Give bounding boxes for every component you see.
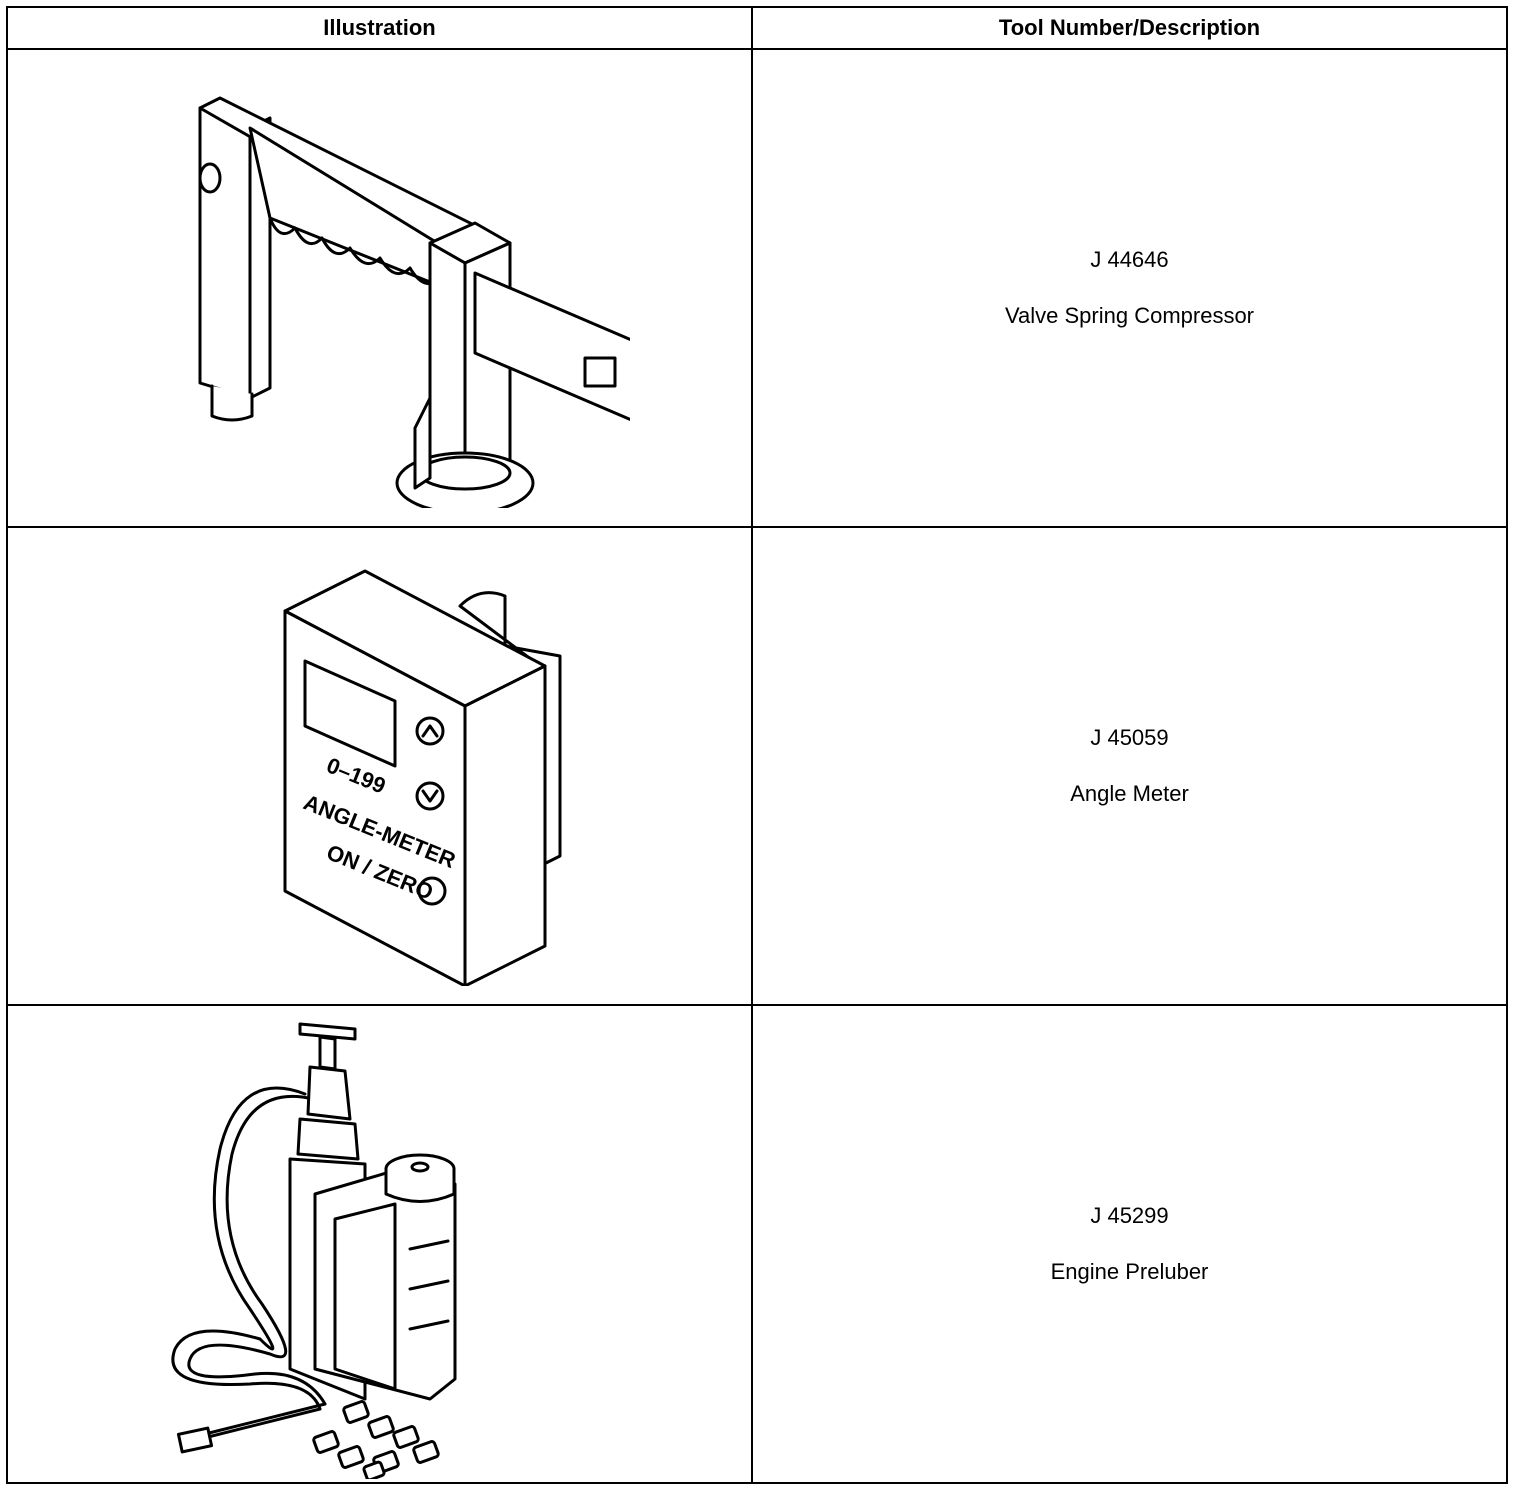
tool-description: Valve Spring Compressor	[1004, 303, 1255, 328]
table-row: J 45299 Engine Preluber	[6, 1004, 1508, 1484]
illustration-cell	[6, 48, 753, 528]
table-row: J 44646 Valve Spring Compressor	[6, 48, 1508, 528]
illustration-cell: 0–199 ANGLE-METER ON / ZERO	[6, 526, 753, 1006]
description-cell: J 45059 Angle Meter	[751, 526, 1508, 1006]
tool-description: Angle Meter	[1070, 781, 1189, 806]
tool-number: J 45059	[1090, 725, 1169, 750]
header-illustration: Illustration	[6, 6, 753, 50]
tool-number: J 44646	[1090, 247, 1169, 272]
angle-meter-drawing: 0–199 ANGLE-METER ON / ZERO	[283, 569, 561, 986]
tool-number: J 45299	[1090, 1203, 1169, 1228]
description-cell: J 44646 Valve Spring Compressor	[751, 48, 1508, 528]
table-header-row: Illustration Tool Number/Description	[6, 6, 1508, 50]
illustration-cell	[6, 1004, 753, 1484]
tool-table: Illustration Tool Number/Description	[6, 6, 1508, 1484]
tool-description: Engine Preluber	[1050, 1259, 1209, 1284]
valve-spring-compressor-drawing	[198, 96, 630, 508]
header-tool-number-description: Tool Number/Description	[751, 6, 1508, 50]
engine-preluber-drawing	[171, 1022, 456, 1479]
table-row: 0–199 ANGLE-METER ON / ZERO J 45059 Angl…	[6, 526, 1508, 1006]
description-cell: J 45299 Engine Preluber	[751, 1004, 1508, 1484]
